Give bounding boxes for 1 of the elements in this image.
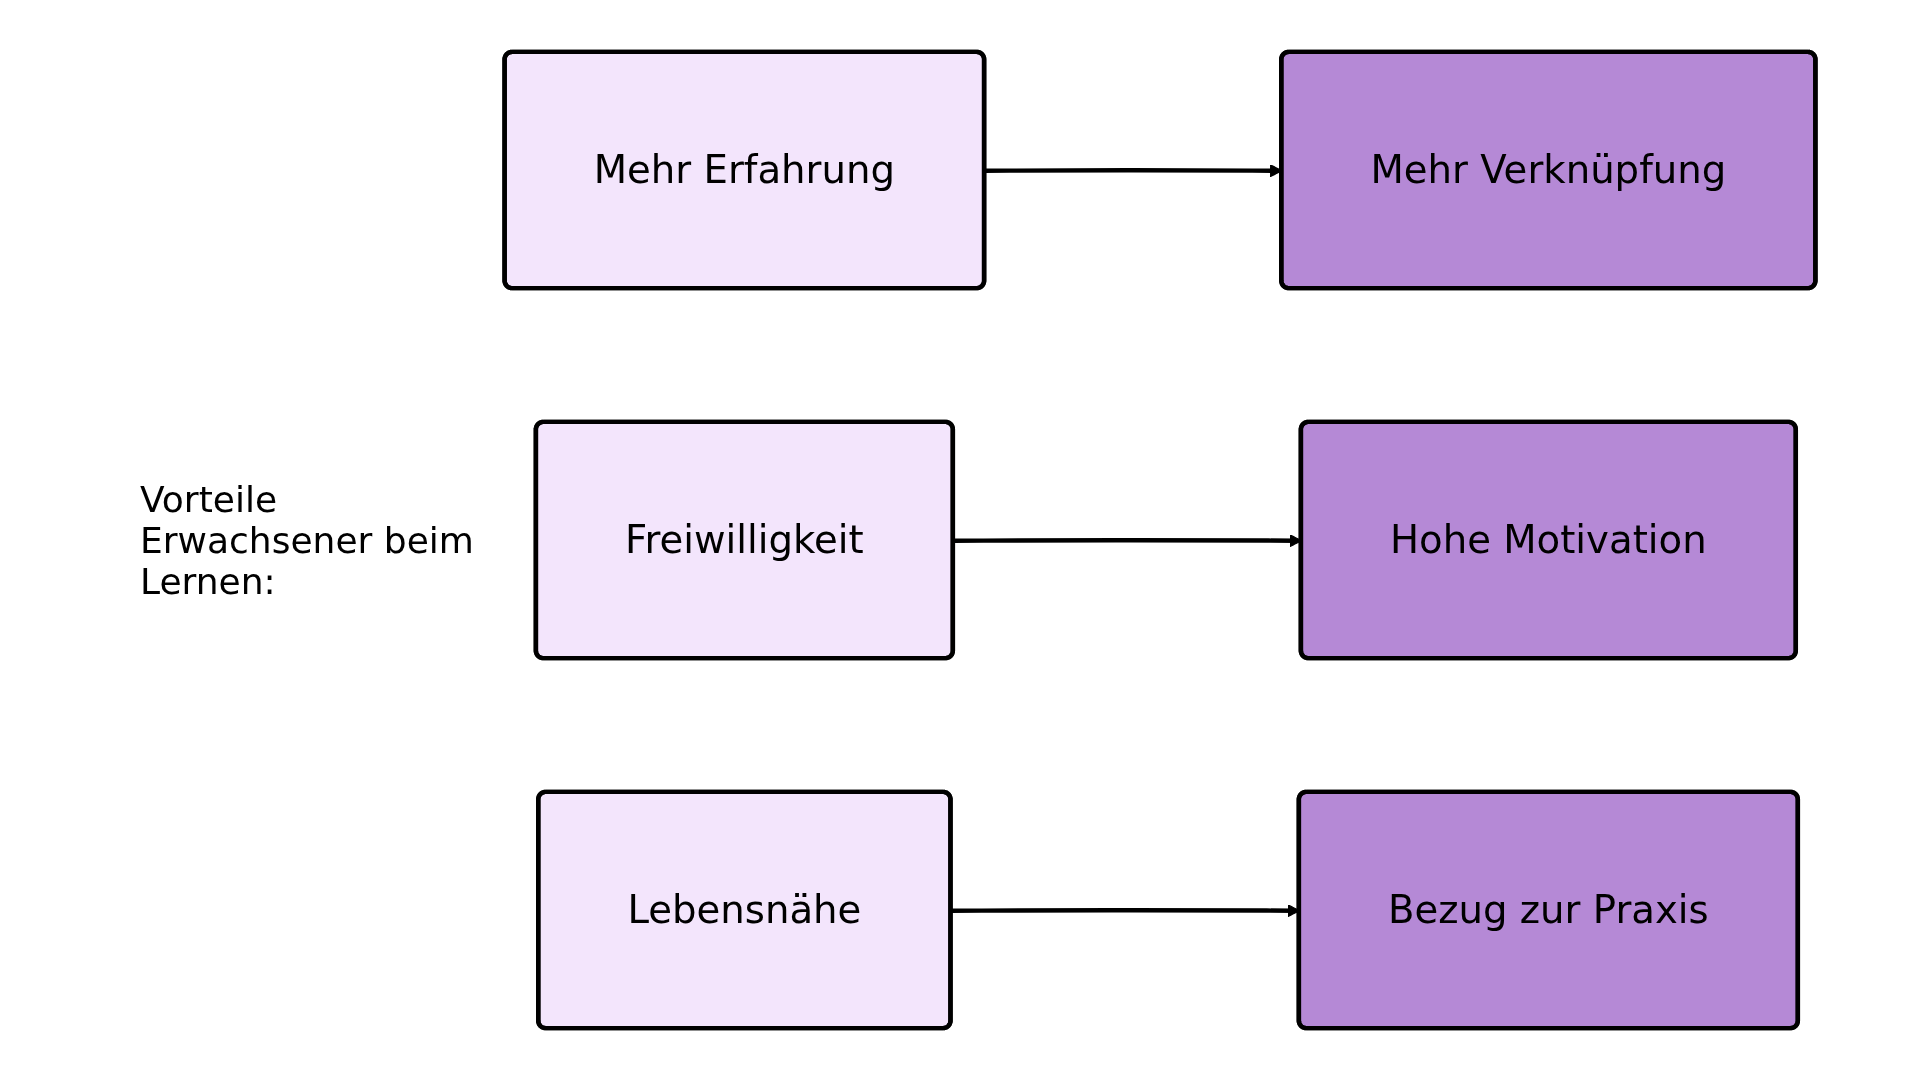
title: Vorteile Erwachsener beim Lernen: (139, 478, 475, 602)
